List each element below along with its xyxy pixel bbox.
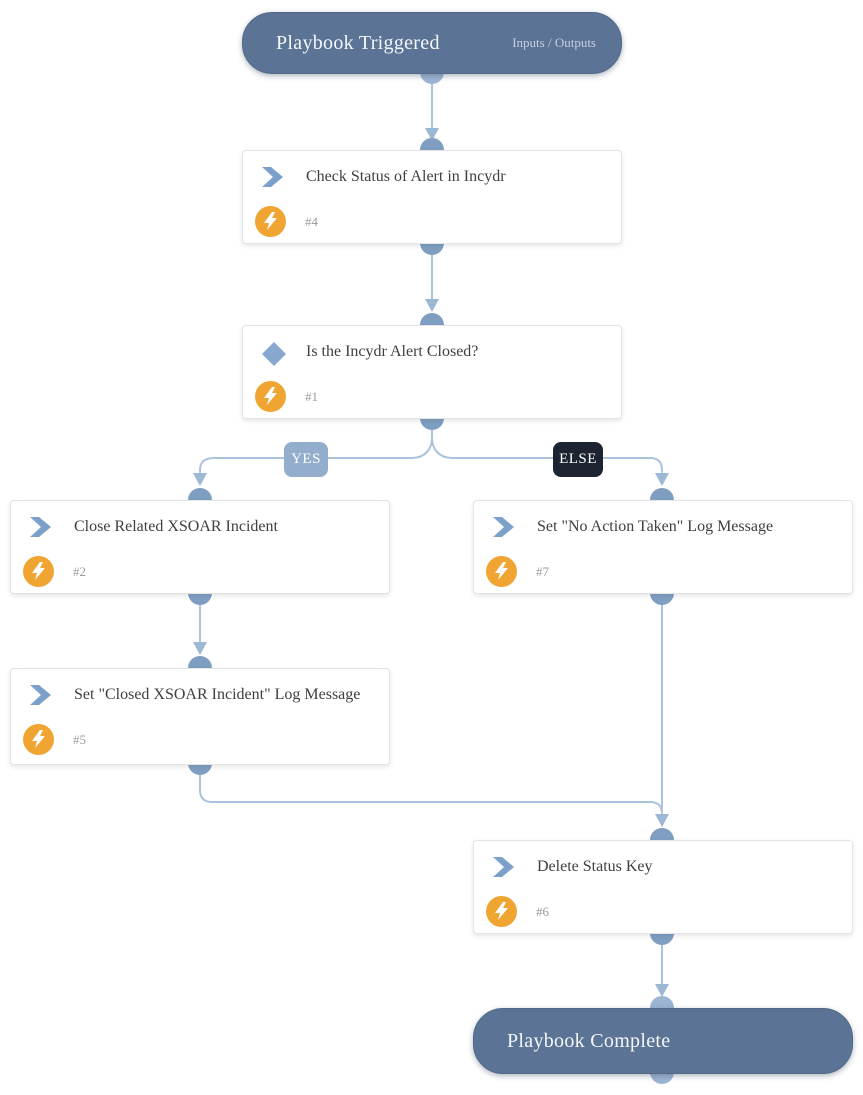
condition-number: #1 [305, 389, 318, 404]
task-chevron-icon [29, 684, 53, 706]
playbook-complete-pill[interactable]: Playbook Complete [473, 1008, 853, 1074]
condition-node-alert-closed[interactable]: Is the Incydr Alert Closed? #1 [242, 325, 622, 419]
task-title: Close Related XSOAR Incident [74, 518, 278, 535]
lightning-icon [255, 381, 286, 412]
condition-diamond-icon [261, 341, 287, 367]
task-title: Delete Status Key [537, 858, 653, 875]
playbook-complete-title: Playbook Complete [507, 1029, 671, 1052]
arrow-icon [425, 128, 439, 141]
task-node-delete-status-key[interactable]: Delete Status Key #6 [473, 840, 853, 934]
arrow-icon [193, 473, 207, 486]
lightning-icon [23, 556, 54, 587]
lightning-icon [486, 896, 517, 927]
task-node-close-incident[interactable]: Close Related XSOAR Incident #2 [10, 500, 390, 594]
condition-title: Is the Incydr Alert Closed? [306, 343, 479, 360]
task-number: #5 [73, 732, 86, 747]
edge-task5-merge [199, 774, 663, 817]
arrowheads [193, 128, 669, 997]
task-number: #6 [536, 904, 549, 919]
arrow-icon [655, 984, 669, 997]
task-chevron-icon [29, 516, 53, 538]
arrow-icon [655, 473, 669, 486]
task-chevron-icon [492, 516, 516, 538]
edge-cond1-else-branch [431, 429, 663, 473]
task-chevron-icon [261, 166, 285, 188]
arrow-icon [193, 642, 207, 655]
task-title: Set "No Action Taken" Log Message [537, 518, 774, 535]
lightning-icon [486, 556, 517, 587]
task-number: #7 [536, 564, 549, 579]
arrow-icon [655, 814, 669, 827]
task-node-closed-incident-log[interactable]: Set "Closed XSOAR Incident" Log Message … [10, 668, 390, 765]
inputs-outputs-link[interactable]: Inputs / Outputs [512, 35, 596, 50]
branch-label-else: ELSE [553, 442, 603, 477]
task-node-no-action-log[interactable]: Set "No Action Taken" Log Message #7 [473, 500, 853, 594]
lightning-icon [23, 724, 54, 755]
task-number: #4 [305, 214, 318, 229]
task-chevron-icon [492, 856, 516, 878]
task-number: #2 [73, 564, 86, 579]
task-node-check-status[interactable]: Check Status of Alert in Incydr #4 [242, 150, 622, 244]
playbook-triggered-pill[interactable]: Playbook Triggered Inputs / Outputs [242, 12, 622, 74]
task-title: Set "Closed XSOAR Incident" Log Message [74, 686, 361, 703]
branch-label-yes: YES [284, 442, 328, 477]
arrow-icon [425, 299, 439, 312]
playbook-triggered-title: Playbook Triggered [276, 31, 440, 54]
lightning-icon [255, 206, 286, 237]
task-title: Check Status of Alert in Incydr [306, 168, 506, 185]
